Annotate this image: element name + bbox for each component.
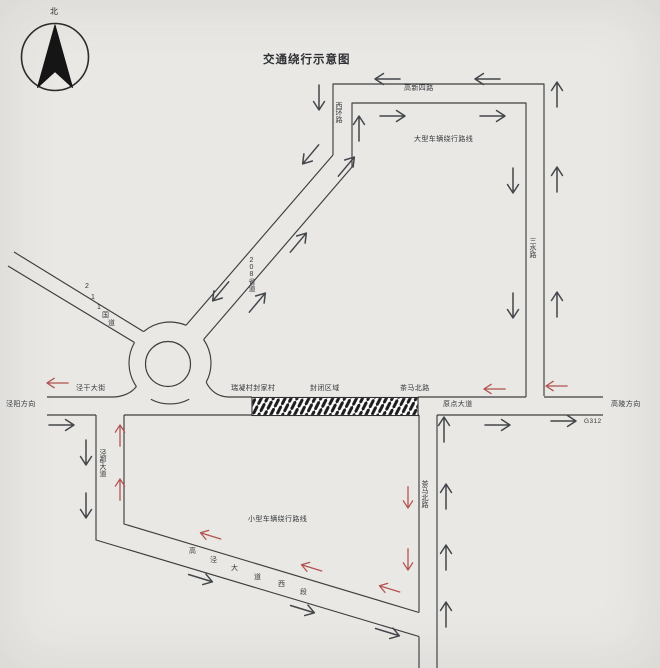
road-label-g211-char: 道 — [108, 320, 115, 327]
label-large-vehicle-route: 大型车辆绕行路线 — [414, 136, 474, 143]
road-chama-north — [418, 415, 438, 668]
road-label-jinggan-street: 泾干大街 — [76, 385, 106, 392]
road-label-yuandian: 原点大道 — [443, 401, 473, 408]
road-label-gaojing-char: 段 — [300, 589, 307, 596]
arrow-left — [374, 72, 401, 86]
arrow-right — [48, 418, 75, 432]
arrow-down — [506, 167, 520, 194]
arrow-left-red — [299, 559, 324, 577]
roundabout-arc-bottom — [150, 398, 190, 405]
label-small-vehicle-route: 小型车辆绕行路线 — [248, 516, 308, 523]
road-label-s208: 208省道 — [248, 257, 255, 292]
roundabout — [128, 321, 212, 405]
arrow-up — [352, 115, 366, 142]
arrow-right — [379, 109, 406, 123]
street-top-west — [47, 386, 137, 398]
arrow-up — [439, 483, 453, 510]
arrow-up — [550, 81, 564, 108]
arrow-right — [479, 109, 506, 123]
arrow-up — [550, 166, 564, 193]
arrow-up — [439, 601, 453, 628]
arrow-up-right — [333, 152, 360, 181]
arrow-down-red — [402, 486, 414, 509]
arrow-down-left — [207, 277, 234, 306]
roundabout-arc-right — [203, 339, 212, 383]
arrow-left-red — [545, 380, 568, 392]
arrow-up-right — [244, 288, 271, 317]
road-label-g211-char: 1 — [91, 294, 95, 301]
road-label-gaoxin-4th: 高新四路 — [404, 85, 434, 92]
road-outer-top-right — [332, 83, 545, 396]
road-jingjun-gaojing-inner — [123, 415, 420, 614]
road-inner-top-right — [351, 102, 527, 397]
arrow-right — [186, 568, 215, 588]
road-lines-large-loop — [7, 83, 545, 397]
arrow-up-red — [114, 478, 126, 501]
arrow-down — [79, 439, 93, 466]
arrow-down — [506, 292, 520, 319]
arrow-left — [474, 72, 501, 86]
arrow-down — [79, 492, 93, 519]
roundabout-arc-top — [143, 321, 187, 333]
roundabout-island — [144, 340, 192, 388]
road-label-gaojing-char: 大 — [231, 565, 238, 572]
road-label-g211-char: 1 — [97, 304, 101, 311]
closed-section-hatch — [251, 396, 419, 417]
arrow-up — [437, 416, 451, 443]
arrow-right — [484, 418, 511, 432]
label-closed-area: 封闭区域 — [310, 385, 340, 392]
road-label-sanshui: 三水路 — [529, 237, 536, 258]
road-label-gaojing-char: 泾 — [210, 557, 217, 564]
street-top-mid — [205, 381, 252, 398]
arrow-left-red — [46, 377, 69, 389]
road-label-g211-char: 2 — [85, 283, 89, 290]
arrow-right — [373, 622, 402, 642]
road-label-g211-char: 国 — [102, 312, 109, 319]
arrow-up — [439, 544, 453, 571]
road-lines-main-street — [47, 381, 603, 416]
compass-north-icon — [20, 22, 90, 92]
label-direction-jingyang: 泾阳方向 — [6, 401, 36, 408]
compass-north-label: 北 — [50, 7, 58, 16]
road-label-chama-north-top: 茶马北路 — [400, 385, 430, 392]
road-s208-inner — [203, 166, 353, 340]
road-g211-lower — [7, 265, 135, 343]
road-g211-upper — [13, 251, 144, 333]
arrow-right — [550, 414, 577, 428]
arrow-up-red — [114, 424, 126, 447]
arrow-left-red — [198, 527, 223, 545]
road-label-jingjun: 泾郡大道 — [99, 449, 106, 477]
arrow-down-red — [402, 548, 414, 571]
arrow-right — [288, 599, 317, 619]
road-s208-outer — [185, 154, 334, 326]
arrow-down — [312, 84, 326, 111]
label-villages: 瑞凝村封家村 — [231, 385, 276, 392]
road-label-gaojing-char: 西 — [278, 581, 285, 588]
road-label-g312: G312 — [584, 418, 602, 425]
road-label-gaojing-char: 高 — [189, 548, 196, 555]
arrow-left-red — [483, 383, 506, 395]
road-jingjun-gaojing-outer — [95, 415, 420, 638]
road-label-gaojing-char: 道 — [254, 574, 261, 581]
road-label-xihuan: 西环路 — [335, 102, 342, 123]
roundabout-arc-left — [128, 342, 137, 387]
arrow-up — [550, 291, 564, 318]
road-lines-small-loop — [95, 415, 438, 668]
black-route-arrows — [48, 72, 577, 642]
page-title: 交通绕行示意图 — [263, 54, 351, 66]
arrow-left-red — [377, 580, 402, 598]
arrow-up-right — [285, 228, 312, 257]
arrow-down-left — [297, 140, 324, 169]
label-direction-gaoling: 高陵方向 — [611, 401, 641, 408]
road-label-chama-north-side: 茶马北路 — [421, 480, 428, 508]
